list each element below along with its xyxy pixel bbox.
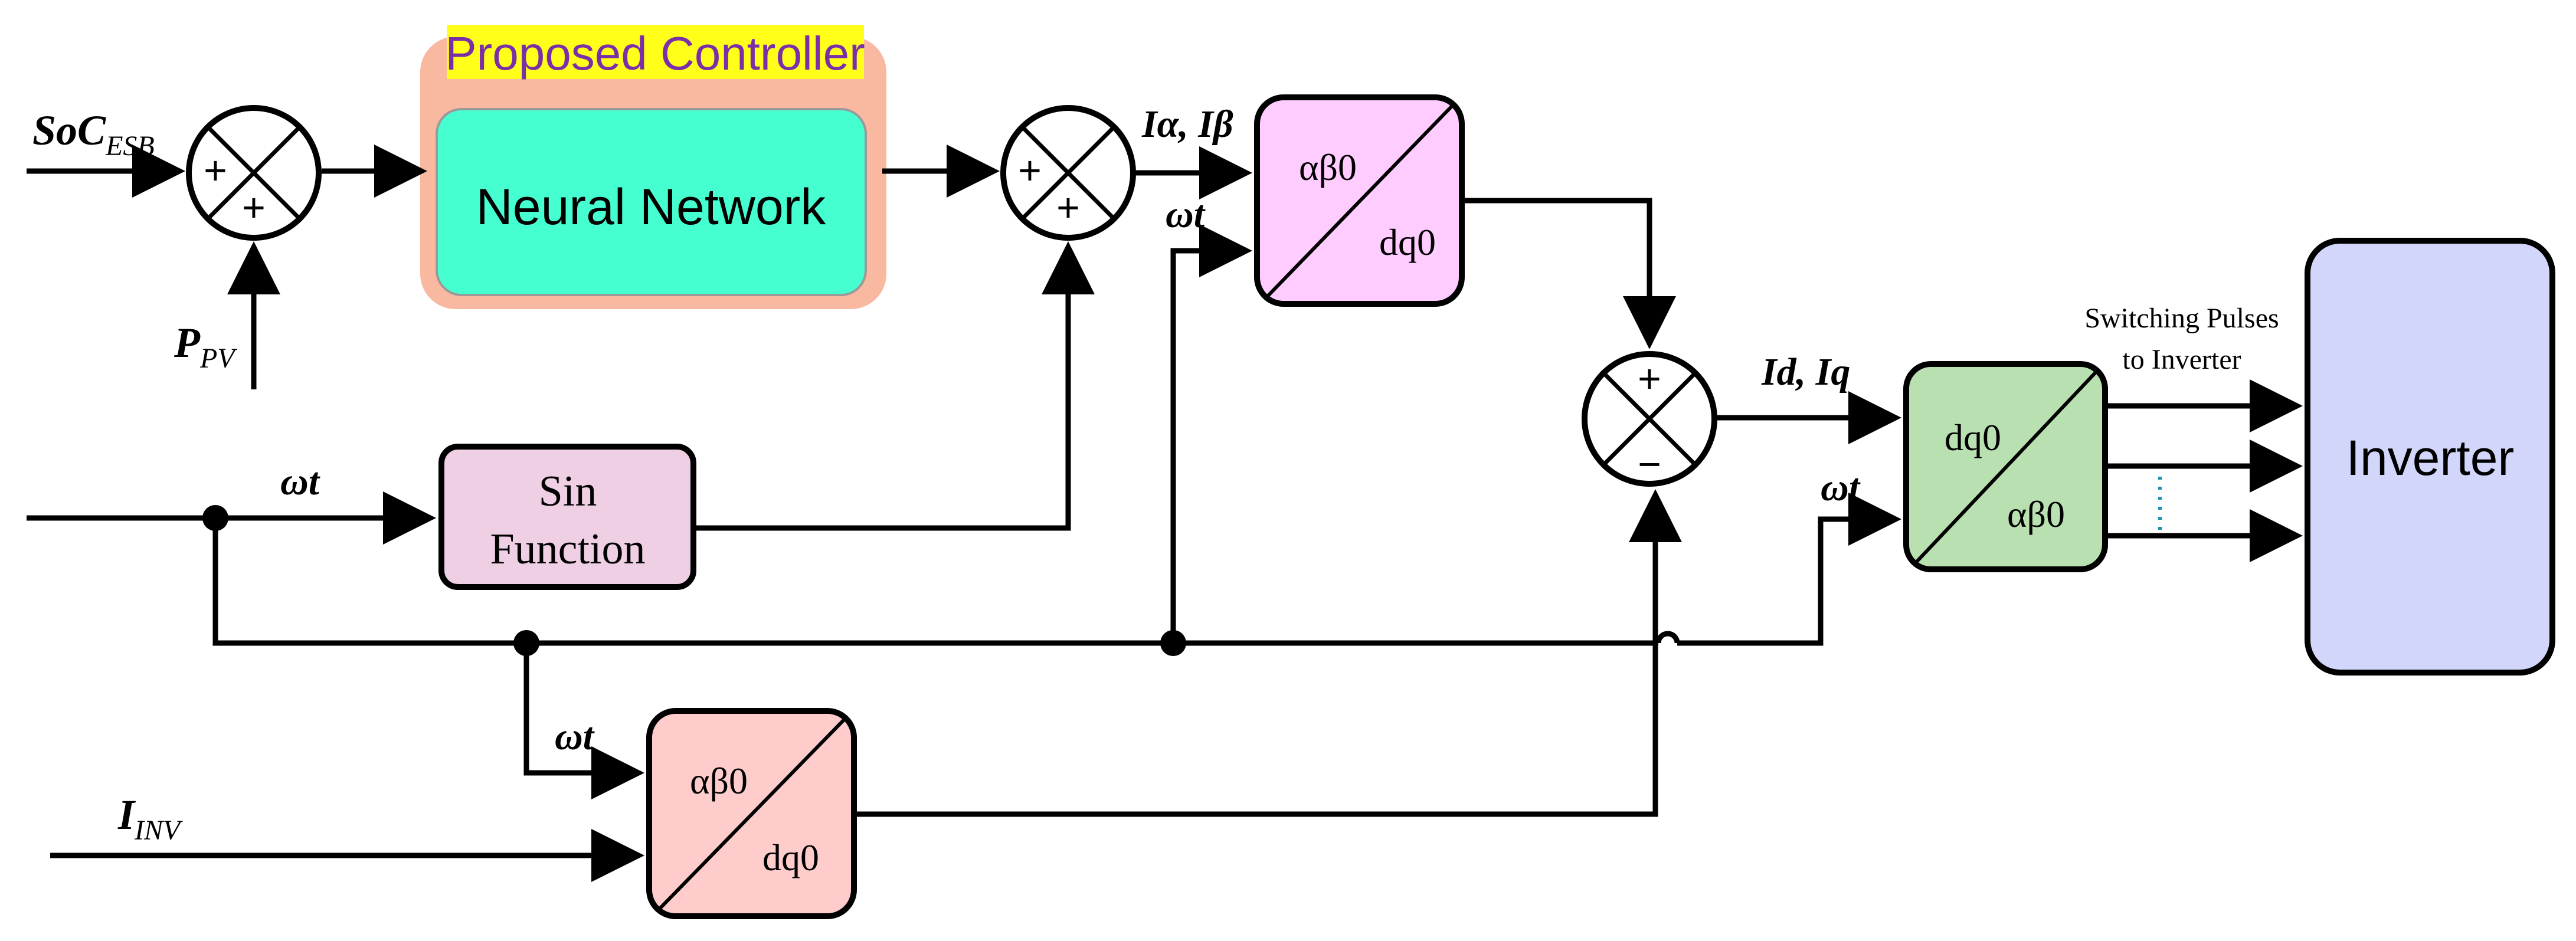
switching-pulses-label-line1: Switching Pulses [2084, 303, 2279, 334]
omega-t-label-inverse-transform: ωt [1821, 466, 1861, 509]
inverter-block[interactable]: Inverter [2305, 238, 2555, 676]
omega-t-label-sin: ωt [280, 460, 320, 503]
neural-network-label: Neural Network [476, 179, 827, 235]
controller-title-highlight [447, 25, 864, 79]
id-iq-label: Id, Iq [1761, 350, 1850, 394]
sin-function-block[interactable]: Sin Function [438, 444, 696, 590]
i-alpha-beta-label: Iα, Iβ [1141, 103, 1233, 146]
summing-junction-1: + + [186, 105, 322, 241]
i-inv-label: IINV [117, 791, 183, 846]
sum3-minus-bottom: − [1638, 442, 1661, 487]
sum3-plus-top: + [1638, 356, 1661, 401]
sin-function-line1: Sin [539, 467, 597, 516]
omega-t-label-top-transform: ωt [1166, 193, 1206, 236]
transform-top-input-frame: αβ0 [1299, 146, 1357, 188]
sin-function-line2: Function [490, 525, 645, 573]
proposed-controller: Proposed Controller Neural Network [420, 25, 886, 309]
transform-alphabeta-dq0-top[interactable]: αβ0 dq0 [1254, 94, 1465, 307]
junction-dots [202, 505, 1186, 656]
transform-dq0-alphabeta[interactable]: dq0 αβ0 [1903, 361, 2108, 572]
summing-junction-2: + + [1000, 105, 1136, 241]
sum1-plus-left: + [204, 148, 227, 193]
signal-wires [27, 145, 2303, 882]
inverter-label: Inverter [2346, 430, 2515, 486]
switching-pulses-label-line2: to Inverter [2122, 344, 2241, 375]
inverse-transform-input-frame: dq0 [1945, 417, 2001, 458]
transform-top-output-frame: dq0 [1379, 221, 1436, 263]
sum1-plus-bottom: + [242, 185, 266, 230]
soc-esb-label: SoCESB [32, 107, 155, 162]
transform-alphabeta-dq0-bottom[interactable]: αβ0 dq0 [646, 708, 857, 919]
summing-junction-3: + − [1582, 351, 1717, 487]
sum2-plus-left: + [1018, 148, 1042, 193]
transform-bottom-output-frame: dq0 [762, 837, 819, 878]
p-pv-label: PPV [174, 319, 237, 374]
sum2-plus-bottom: + [1056, 185, 1080, 230]
neural-network-block[interactable] [436, 108, 867, 296]
transform-bottom-input-frame: αβ0 [690, 760, 748, 802]
controller-title: Proposed Controller [445, 27, 865, 80]
inverse-transform-output-frame: αβ0 [2007, 493, 2065, 535]
omega-t-label-bottom-transform: ωt [555, 715, 595, 758]
